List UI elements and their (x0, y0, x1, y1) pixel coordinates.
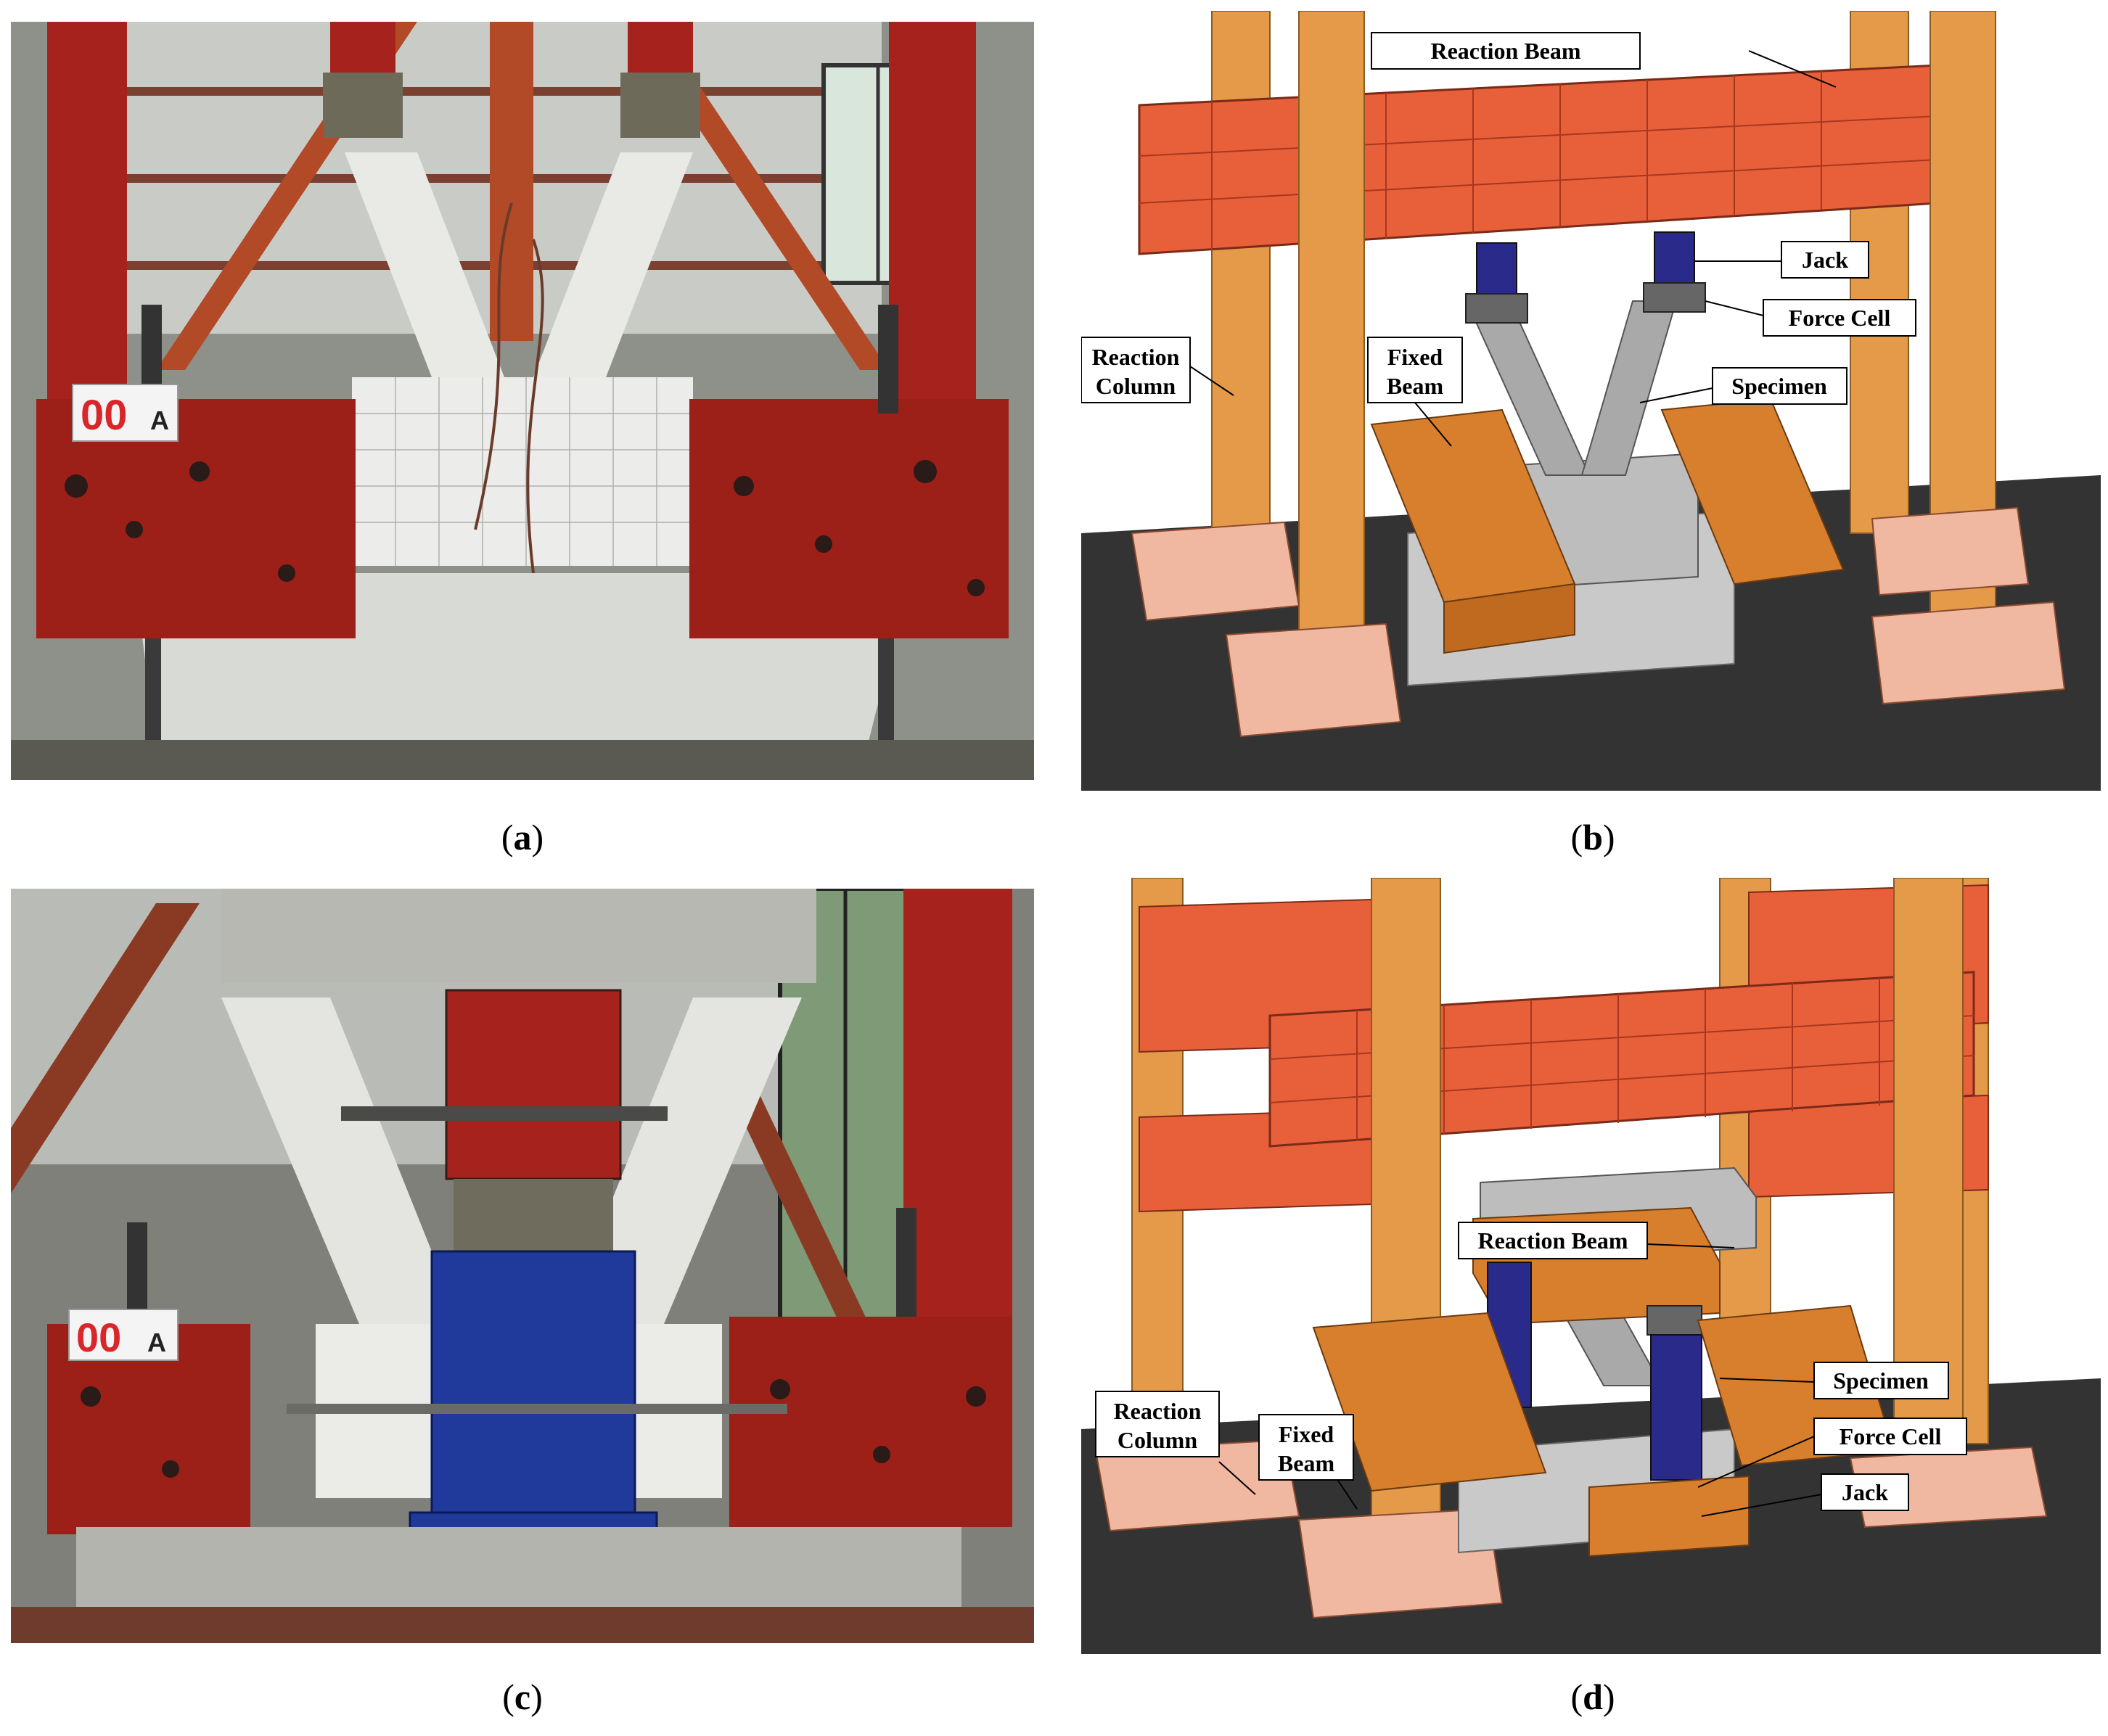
plate-letter: A (147, 1328, 166, 1357)
force-cell (1646, 1305, 1702, 1336)
plate-digits: 00 (76, 1315, 121, 1360)
label-reaction-beam: Reaction Beam (1430, 38, 1580, 64)
label-reaction-column-2: Column (1096, 373, 1176, 399)
label-plate (72, 384, 179, 442)
model-panel-b: Reaction Beam Jack Force Cell Reaction C… (1081, 11, 2101, 791)
label-fixed-beam-1: Fixed (1387, 344, 1443, 370)
label-fixed-beam-1: Fixed (1279, 1421, 1334, 1447)
label-plate (68, 1309, 179, 1361)
label-fixed-beam-2: Beam (1387, 373, 1444, 399)
label-reaction-column-2: Column (1117, 1427, 1197, 1453)
label-reaction-beam: Reaction Beam (1477, 1227, 1628, 1254)
model-b-illustration: Reaction Beam Jack Force Cell Reaction C… (1081, 11, 2101, 791)
caption-d: (d) (1570, 1677, 1615, 1717)
model-panel-d: Reaction Beam Specimen Reaction Column F… (1081, 878, 2101, 1654)
force-cell (1643, 282, 1706, 313)
plate-letter: A (150, 406, 169, 435)
label-jack: Jack (1802, 247, 1848, 273)
photo-a-illustration: 00 A (11, 22, 1034, 780)
caption-b: (b) (1570, 817, 1615, 857)
model-d-illustration: Reaction Beam Specimen Reaction Column F… (1081, 878, 2101, 1654)
label-reaction-column-1: Reaction (1092, 344, 1180, 370)
label-specimen: Specimen (1731, 373, 1827, 399)
jack (1650, 1334, 1702, 1481)
caption-a: (a) (501, 817, 544, 857)
label-fixed-beam-2: Beam (1278, 1450, 1335, 1476)
jack (1476, 242, 1517, 295)
label-specimen: Specimen (1833, 1367, 1929, 1394)
photo-c-illustration: 00 A (11, 889, 1034, 1643)
label-reaction-column-1: Reaction (1114, 1398, 1202, 1424)
plate-digits: 00 (81, 392, 128, 439)
label-force-cell: Force Cell (1840, 1423, 1942, 1449)
reaction-column (1298, 11, 1365, 657)
label-force-cell: Force Cell (1789, 305, 1891, 331)
photo-panel-c: 00 A (11, 889, 1034, 1643)
photo-panel-a: 00 A (11, 22, 1034, 780)
caption-c: (c) (502, 1677, 543, 1717)
label-jack: Jack (1842, 1479, 1888, 1505)
